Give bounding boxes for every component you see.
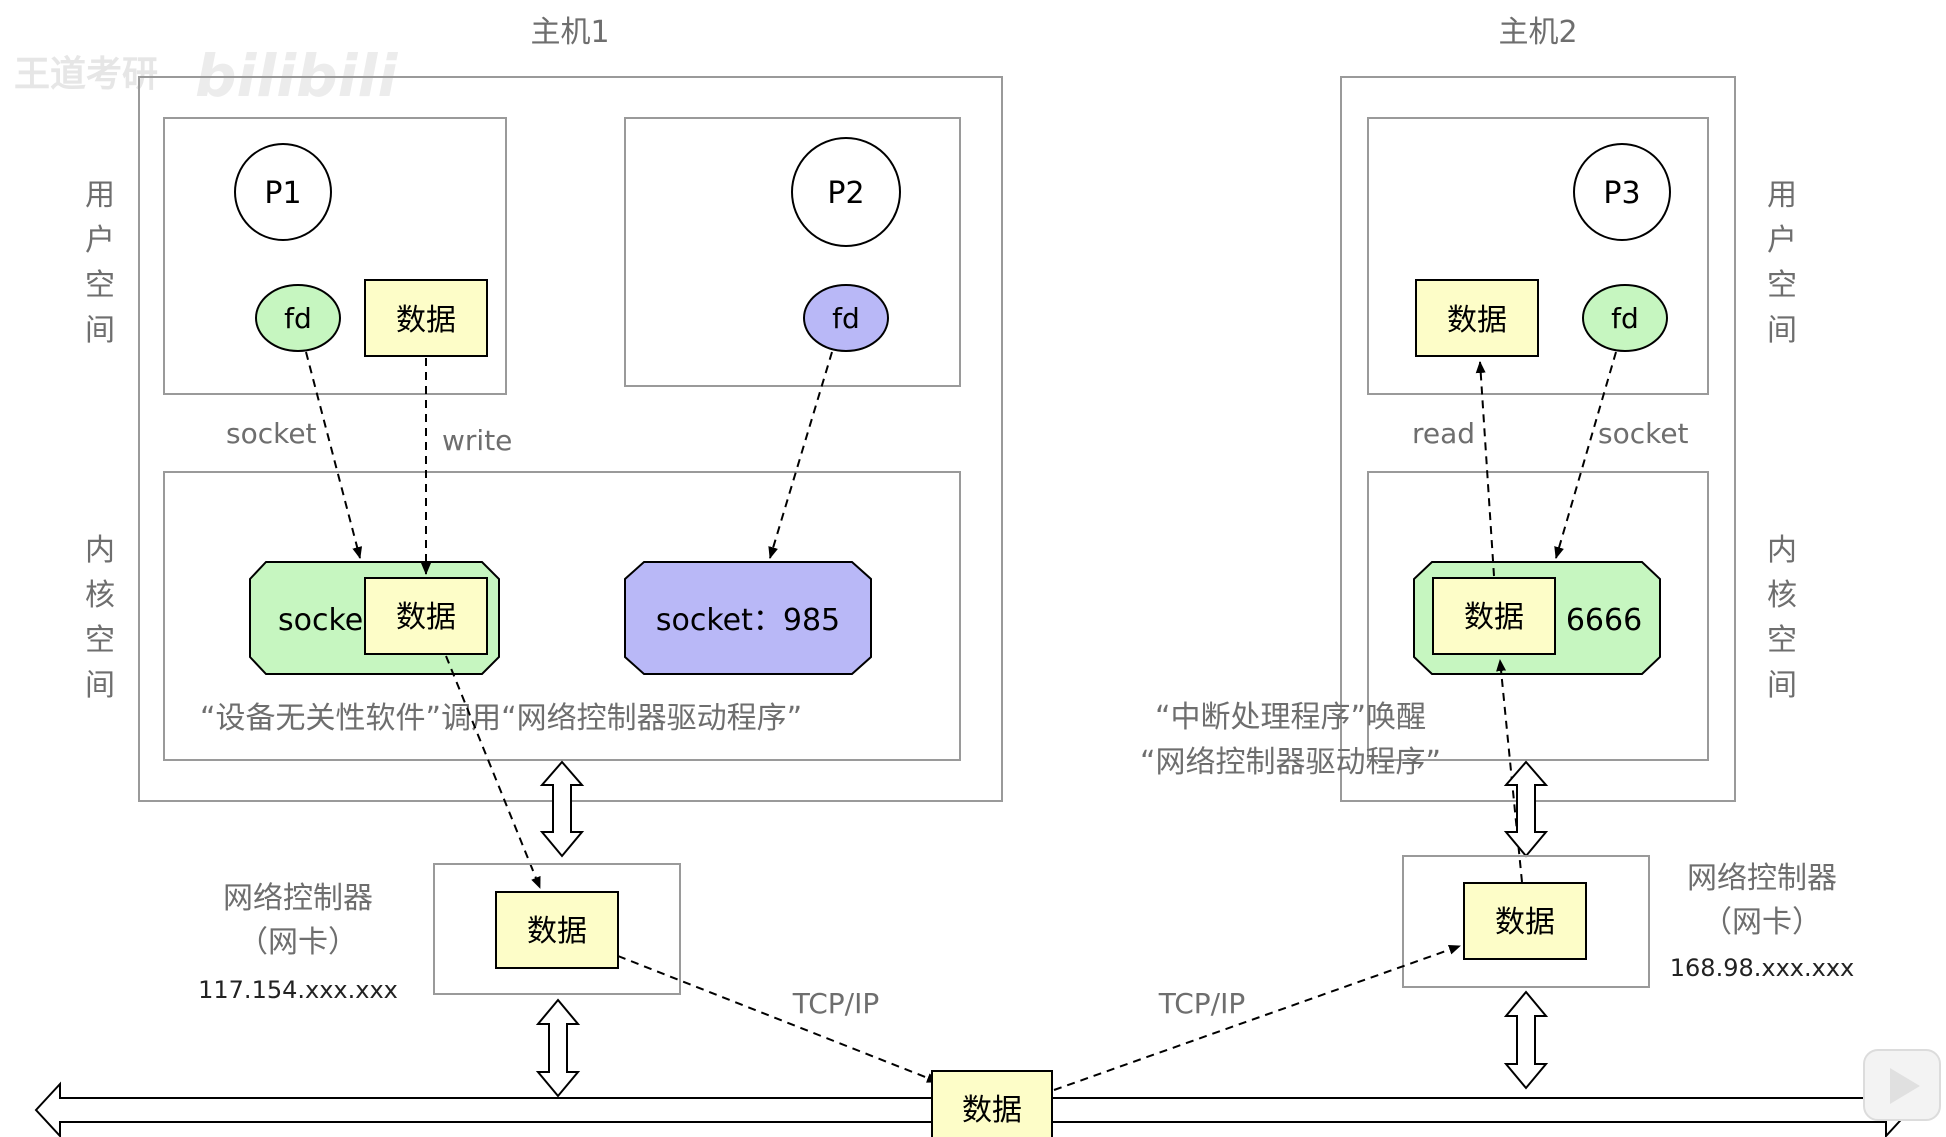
host2-read-call-label: read xyxy=(1412,417,1475,450)
host1-socket-call-label: socket xyxy=(226,417,317,450)
host2-interrupt-note-line2: “网络控制器驱动程序” xyxy=(1140,745,1441,780)
tcpip-left-label: TCP/IP xyxy=(792,987,879,1020)
host2-kernel-box xyxy=(1367,471,1709,761)
process-p3 xyxy=(1573,143,1671,241)
arrow-nic2-to-socket xyxy=(1496,659,1523,883)
svg-text:空: 空 xyxy=(1767,623,1797,658)
play-icon[interactable] xyxy=(1863,1049,1941,1121)
host1-socket-purple xyxy=(624,561,872,675)
host1-socket-green-label: socke xyxy=(278,603,363,638)
svg-text:间: 间 xyxy=(1767,313,1797,348)
arrow-nic1-to-packet xyxy=(617,955,939,1083)
p3-fd xyxy=(1582,284,1668,352)
p2-fd xyxy=(803,284,889,352)
host1-user-space-label: 用 户 空 间 xyxy=(85,178,115,348)
nic2-box xyxy=(1402,855,1650,988)
host1-kernel-box xyxy=(163,471,961,761)
svg-text:用: 用 xyxy=(85,178,115,213)
host1-kernel-nic-double-arrow xyxy=(539,760,585,858)
svg-text:空: 空 xyxy=(85,623,115,658)
p1-fd xyxy=(255,284,341,352)
svg-text:户: 户 xyxy=(85,223,115,258)
nic2-data xyxy=(1463,882,1587,960)
svg-text:间: 间 xyxy=(1767,668,1797,703)
host2-user-space-label: 用 户 空 间 xyxy=(1767,178,1797,348)
svg-text:空: 空 xyxy=(85,268,115,303)
p3-user-data-label: 数据 xyxy=(1447,303,1507,338)
svg-text:空: 空 xyxy=(1767,268,1797,303)
nic2-bus-double-arrow xyxy=(1503,990,1549,1090)
nic1-label-line2: （网卡） xyxy=(238,925,358,960)
host1-title: 主机1 xyxy=(530,15,609,50)
svg-text:户: 户 xyxy=(1767,223,1797,258)
process-p2-label: P2 xyxy=(827,176,864,211)
host1-kernel-space-label: 内 核 空 间 xyxy=(85,533,115,703)
arrow-socket-to-nic1 xyxy=(445,655,541,889)
svg-text:核: 核 xyxy=(1767,578,1797,613)
process-p2 xyxy=(791,137,901,247)
arrow-fd2-to-socket xyxy=(768,351,833,559)
nic2-label-line2: （网卡） xyxy=(1702,905,1822,940)
svg-text:间: 间 xyxy=(85,668,115,703)
svg-text:间: 间 xyxy=(85,313,115,348)
host2-interrupt-note-line1: “中断处理程序”唤醒 xyxy=(1155,700,1426,735)
host2-frame xyxy=(1340,76,1736,802)
p3-fd-label: fd xyxy=(1611,302,1639,335)
host1-write-call-label: write xyxy=(442,424,512,457)
nic1-ip: 117.154.xxx.xxx xyxy=(198,976,398,1004)
nic1-bus-double-arrow xyxy=(535,998,581,1098)
nic2-data-label: 数据 xyxy=(1495,905,1555,940)
host2-socket-data xyxy=(1432,577,1556,655)
p1-user-data-label: 数据 xyxy=(396,303,456,338)
arrow-fd-to-socket xyxy=(305,351,363,559)
host1-socket-data-label: 数据 xyxy=(396,600,456,635)
nic2-ip: 168.98.xxx.xxx xyxy=(1670,954,1854,982)
host2-title: 主机2 xyxy=(1498,15,1577,50)
arrow-fd3-to-socket xyxy=(1554,351,1617,559)
arrow-packet-to-nic2 xyxy=(1053,944,1461,1091)
p3-user-data xyxy=(1415,279,1539,357)
host1-socket-data xyxy=(364,577,488,655)
host2-user-box xyxy=(1367,117,1709,395)
nic1-box xyxy=(433,863,681,995)
svg-text:内: 内 xyxy=(1767,533,1797,568)
svg-text:内: 内 xyxy=(85,533,115,568)
svg-text:用: 用 xyxy=(1767,178,1797,213)
svg-text:核: 核 xyxy=(85,578,115,613)
process-p3-label: P3 xyxy=(1603,176,1640,211)
nic1-label-line1: 网络控制器 xyxy=(223,881,373,916)
p1-fd-label: fd xyxy=(284,302,312,335)
host1-socket-purple-label: socket：985 xyxy=(656,603,840,638)
nic2-label-line1: 网络控制器 xyxy=(1687,861,1837,896)
process-p1-label: P1 xyxy=(264,176,301,211)
nic1-data-label: 数据 xyxy=(527,914,587,949)
host2-socket-data-label: 数据 xyxy=(1464,600,1524,635)
network-packet xyxy=(931,1070,1053,1137)
host2-kernel-nic-double-arrow xyxy=(1503,760,1549,858)
nic1-data xyxy=(495,891,619,969)
process-p1 xyxy=(234,143,332,241)
host1-driver-note: “设备无关性软件”调用“网络控制器驱动程序” xyxy=(200,701,802,736)
p2-fd-label: fd xyxy=(832,302,860,335)
host1-p1-user-box xyxy=(163,117,507,395)
host1-p2-user-box xyxy=(624,117,961,387)
p1-user-data xyxy=(364,279,488,357)
host2-kernel-space-label: 内 核 空 间 xyxy=(1767,533,1797,703)
tcpip-right-label: TCP/IP xyxy=(1158,987,1245,1020)
host2-socket-port: 6666 xyxy=(1566,603,1642,638)
network-packet-label: 数据 xyxy=(962,1093,1022,1128)
arrow-read-data xyxy=(1475,361,1495,577)
watermark: 王道考研 xyxy=(14,54,158,95)
host2-socket-call-label: socket xyxy=(1598,417,1689,450)
